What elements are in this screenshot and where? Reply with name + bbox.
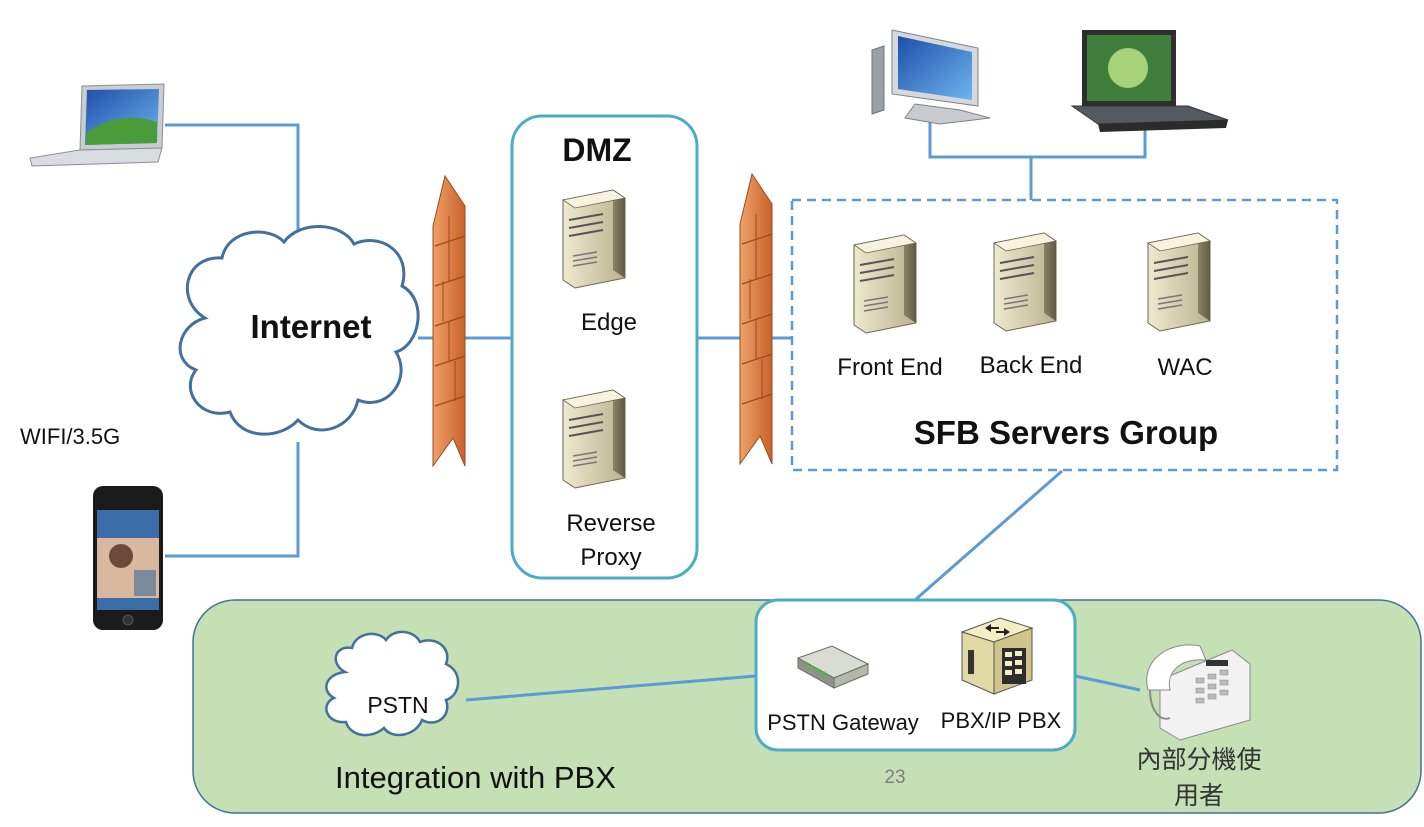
laptop-icon <box>29 83 165 167</box>
pstn-gateway-label: PSTN Gateway <box>767 710 919 735</box>
firewall-right-icon <box>739 173 773 465</box>
internet-cloud-icon <box>178 225 420 436</box>
internet-label: Internet <box>250 308 372 345</box>
wac-server-icon <box>1147 232 1211 332</box>
sfb-group-title: SFB Servers Group <box>913 414 1219 451</box>
reverse-proxy-label-line1: Reverse <box>566 510 656 537</box>
pbx-device-icon <box>960 617 1034 695</box>
desktop-computer-icon <box>871 29 991 125</box>
smartphone-icon <box>93 486 163 630</box>
notebook-icon <box>1070 30 1229 132</box>
sfb-gateway-link <box>914 469 1063 602</box>
dmz-zone <box>510 114 699 580</box>
sfb-servers-group <box>790 198 1339 472</box>
pbx-integration-title: Integration with PBX <box>335 760 616 795</box>
pbx-phone-link <box>1074 674 1141 692</box>
phone-link <box>165 442 300 558</box>
wac-label: WAC <box>1157 354 1213 381</box>
back-end-label: Back End <box>979 352 1083 379</box>
dmz-title: DMZ <box>562 132 632 168</box>
wifi-label: WIFI/3.5G <box>20 424 121 449</box>
pstn-gateway-link <box>465 674 757 702</box>
front-end-server-icon <box>853 234 917 334</box>
edge-server-icon <box>562 189 626 289</box>
desktop-link <box>928 122 1147 159</box>
extension-user-label-line1: 內部分機使 <box>1136 745 1262 774</box>
pbx-label: PBX/IP PBX <box>940 708 1062 733</box>
back-end-server-icon <box>993 232 1057 332</box>
firewall-left-icon <box>432 175 466 467</box>
pstn-gateway-icon <box>796 645 870 689</box>
pstn-label: PSTN <box>367 692 429 718</box>
desk-phone-icon <box>1146 644 1251 741</box>
laptop-link <box>165 123 300 240</box>
edge-label: Edge <box>580 309 638 336</box>
pstn-cloud-icon <box>325 630 460 737</box>
reverse-proxy-label-line2: Proxy <box>580 544 642 571</box>
extension-user-label-line2: 用者 <box>1173 781 1225 810</box>
page-number: 23 <box>884 767 906 788</box>
front-end-label: Front End <box>837 354 943 381</box>
reverse-proxy-server-icon <box>562 389 626 489</box>
